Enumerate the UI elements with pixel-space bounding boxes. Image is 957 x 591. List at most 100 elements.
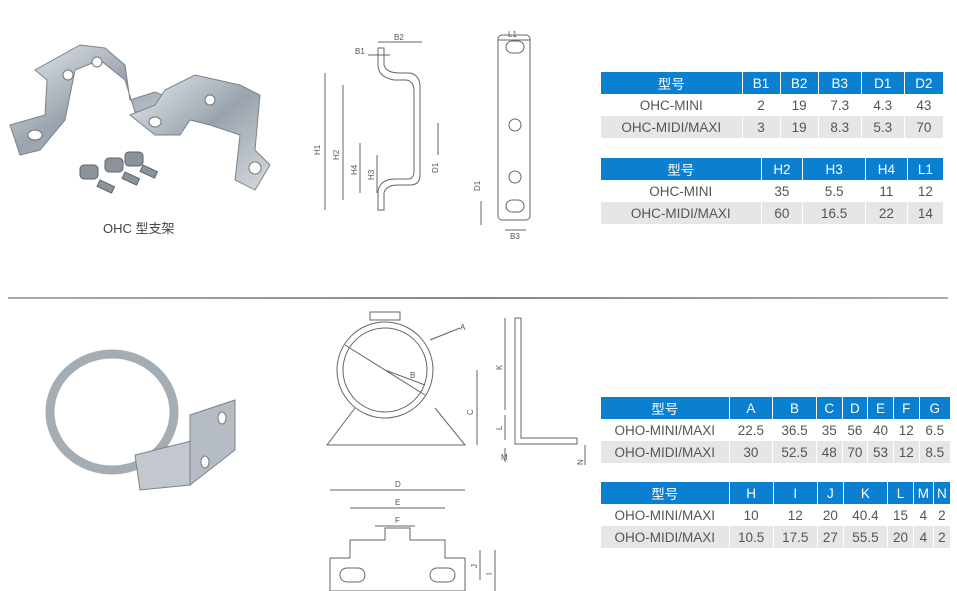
cell: 48 bbox=[815, 441, 843, 463]
label-h2: H2 bbox=[332, 149, 341, 160]
label-b: B bbox=[410, 371, 415, 380]
header-j: J bbox=[816, 482, 844, 504]
cell: 17.5 bbox=[772, 526, 818, 548]
label-m: M bbox=[501, 453, 508, 462]
header-model: 型号 bbox=[601, 397, 729, 419]
cell-model: OHC-MIDI/MAXI bbox=[601, 116, 742, 138]
cell: 4 bbox=[913, 504, 934, 526]
cell: 60 bbox=[760, 202, 803, 224]
cell: 30 bbox=[728, 441, 773, 463]
label-f: F bbox=[395, 516, 400, 525]
cell-model: OHO-MIDI/MAXI bbox=[601, 441, 729, 463]
cell: 20 bbox=[816, 504, 844, 526]
cell: 43 bbox=[903, 94, 943, 116]
label-c: C bbox=[466, 409, 475, 415]
cell: 40 bbox=[867, 419, 894, 441]
ohc-caption: OHC 型支架 bbox=[103, 221, 175, 236]
cell: 16.5 bbox=[802, 202, 866, 224]
cell: 15 bbox=[887, 504, 914, 526]
cell: 8.5 bbox=[918, 441, 950, 463]
table-row: OHO-MINI/MAXI 22.5 36.5 35 56 40 12 6.5 bbox=[601, 419, 950, 441]
header-f: F bbox=[892, 397, 920, 419]
header-l: L bbox=[887, 482, 914, 504]
header-model: 型号 bbox=[601, 482, 729, 504]
cell: 19 bbox=[779, 94, 819, 116]
header-k: K bbox=[842, 482, 888, 504]
cell: 6.5 bbox=[918, 419, 950, 441]
cell: 22.5 bbox=[728, 419, 773, 441]
cell: 52.5 bbox=[772, 441, 817, 463]
cell: 4.3 bbox=[860, 94, 905, 116]
cell: 35 bbox=[760, 180, 803, 202]
cell: 56 bbox=[841, 419, 868, 441]
label-i: I bbox=[485, 573, 494, 575]
cell: 36.5 bbox=[772, 419, 817, 441]
label-j: J bbox=[470, 564, 479, 568]
header-d1: D1 bbox=[860, 72, 905, 94]
cell: 55.5 bbox=[842, 526, 888, 548]
header-c: C bbox=[815, 397, 843, 419]
cell: 7.3 bbox=[817, 94, 862, 116]
label-b1: B1 bbox=[355, 47, 365, 56]
cell-model: OHC-MINI bbox=[639, 97, 703, 113]
cell: 12 bbox=[892, 441, 920, 463]
header-b3: B3 bbox=[817, 72, 862, 94]
cell: 20 bbox=[887, 526, 914, 548]
table-row: OHC-MIDI/MAXI 60 16.5 22 14 bbox=[601, 202, 943, 224]
cell: 10.5 bbox=[728, 526, 774, 548]
cell-model: OHC-MINI bbox=[649, 183, 713, 199]
cell: 19 bbox=[779, 116, 819, 138]
table-row: OHO-MINI/MAXI 10 12 20 40.4 15 4 2 bbox=[601, 504, 950, 526]
label-h1: H1 bbox=[313, 144, 322, 155]
table-row: OHC-MINI 2 19 7.3 4.3 43 bbox=[601, 94, 943, 116]
section-divider bbox=[8, 297, 948, 299]
cell: 2 bbox=[741, 94, 781, 116]
cell: 11 bbox=[864, 180, 908, 202]
cell: 2 bbox=[932, 526, 950, 548]
cell: 40.4 bbox=[842, 504, 888, 526]
table-row: OHC-MIDI/MAXI 3 19 8.3 5.3 70 bbox=[601, 116, 943, 138]
cell: 5.5 bbox=[802, 180, 866, 202]
label-l: L bbox=[495, 425, 504, 430]
table-row: OHO-MIDI/MAXI 10.5 17.5 27 55.5 20 4 2 bbox=[601, 526, 950, 548]
header-b: B bbox=[772, 397, 817, 419]
cell: 2 bbox=[932, 504, 950, 526]
cell: 27 bbox=[816, 526, 844, 548]
header-h: H bbox=[728, 482, 774, 504]
ohc-bracket-photo bbox=[9, 44, 271, 194]
header-i: I bbox=[772, 482, 818, 504]
oho-spec-table-1: 型号 A B C D E F G OHO-MINI/MAXI 22.5 36.5… bbox=[601, 397, 950, 463]
header-d: D bbox=[841, 397, 868, 419]
cell: 70 bbox=[903, 116, 943, 138]
label-l1: L1 bbox=[508, 30, 517, 39]
cell: 35 bbox=[815, 419, 843, 441]
cell: 3 bbox=[741, 116, 781, 138]
label-d: D bbox=[395, 480, 401, 489]
header-model: 型号 bbox=[601, 158, 761, 180]
cell: 5.3 bbox=[860, 116, 905, 138]
table-row: OHO-MIDI/MAXI 30 52.5 48 70 53 12 8.5 bbox=[601, 441, 950, 463]
label-a: A bbox=[460, 323, 466, 332]
label-d1-side: D1 bbox=[473, 180, 482, 191]
cell-model: OHO-MINI/MAXI bbox=[614, 507, 716, 523]
label-b2: B2 bbox=[394, 33, 404, 42]
header-e: E bbox=[867, 397, 894, 419]
cell: 8.3 bbox=[817, 116, 862, 138]
ohc-spec-table-2: 型号 H2 H3 H4 L1 OHC-MINI 35 5.5 11 12 OHC… bbox=[601, 158, 943, 224]
header-a: A bbox=[728, 397, 773, 419]
header-h3: H3 bbox=[802, 158, 866, 180]
cell: 53 bbox=[867, 441, 894, 463]
header-h4: H4 bbox=[864, 158, 908, 180]
cell: 70 bbox=[841, 441, 868, 463]
header-model: 型号 bbox=[601, 72, 742, 94]
cell: 12 bbox=[906, 180, 943, 202]
cell-model: OHC-MIDI/MAXI bbox=[601, 202, 761, 224]
header-d2: D2 bbox=[903, 72, 943, 94]
label-h4: H4 bbox=[350, 164, 359, 175]
cell: 10 bbox=[728, 504, 774, 526]
label-e: E bbox=[395, 498, 400, 507]
label-b3: B3 bbox=[510, 232, 520, 241]
label-n: N bbox=[576, 459, 585, 465]
cell-model: OHO-MIDI/MAXI bbox=[601, 526, 729, 548]
ohc-technical-drawing: B2 B1 H1 H2 H4 H3 D1 L1 D1 B3 bbox=[313, 30, 531, 241]
